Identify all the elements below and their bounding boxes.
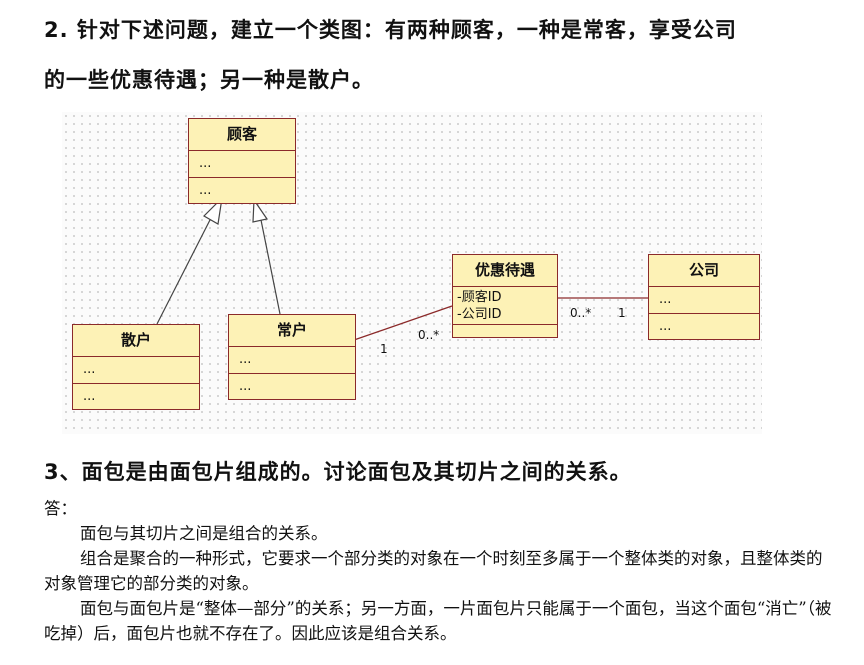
attributes-compartment: ... (229, 347, 355, 374)
question-3: 3、面包是由面包片组成的。讨论面包及其切片之间的关系。 (44, 460, 632, 484)
operations-compartment: ... (659, 319, 672, 334)
regular-generalization-line (260, 219, 281, 315)
multiplicity-company-side: 1 (618, 306, 626, 320)
attribute-company-id: -公司ID (457, 307, 502, 322)
class-name: 散户 (73, 325, 199, 357)
class-name: 常户 (229, 315, 355, 347)
uml-class-diagram: 顾客 ... ... 散户 ... ... 常户 ... ... 优惠待遇 -顾… (62, 112, 762, 434)
diagram-connectors (156, 196, 648, 341)
answer-label: 答： (44, 499, 77, 518)
question-2-line-1: 2. 针对下述问题，建立一个类图：有两种顾客，一种是常客，享受公司 (44, 18, 737, 42)
answer-block: 答： 面包与其切片之间是组合的关系。 组合是聚合的一种形式，它要求一个部分类的对… (44, 496, 834, 646)
attributes-compartment: ... (73, 357, 199, 384)
operations-compartment: ... (199, 183, 212, 198)
retail-generalization-arrowhead (203, 196, 223, 225)
answer-paragraph-2: 组合是聚合的一种形式，它要求一个部分类的对象在一个时刻至多属于一个整体类的对象，… (44, 549, 823, 593)
class-name: 顾客 (189, 119, 295, 151)
class-discount-treatment[interactable]: 优惠待遇 -顾客ID -公司ID (452, 254, 558, 338)
class-regular-customer[interactable]: 常户 ... ... (228, 314, 356, 400)
attributes-compartment: ... (189, 151, 295, 178)
regular-generalization-arrowhead (252, 198, 269, 223)
multiplicity-discount-left: 0..* (418, 328, 440, 342)
retail-generalization-line (156, 215, 213, 325)
operations-compartment: ... (239, 379, 252, 394)
answer-paragraph-1: 面包与其切片之间是组合的关系。 (80, 524, 328, 543)
operations-compartment: ... (83, 389, 96, 404)
attributes-compartment: -顾客ID -公司ID (453, 287, 557, 325)
attribute-customer-id: -顾客ID (457, 290, 502, 305)
question-2-line-2: 的一些优惠待遇；另一种是散户。 (44, 68, 374, 92)
class-name: 公司 (649, 255, 759, 287)
class-company[interactable]: 公司 ... ... (648, 254, 760, 340)
attributes-compartment: ... (649, 287, 759, 314)
operations-compartment (453, 325, 557, 337)
class-retail-customer[interactable]: 散户 ... ... (72, 324, 200, 410)
regular-discount-association (353, 305, 453, 341)
class-name: 优惠待遇 (453, 255, 557, 287)
class-customer[interactable]: 顾客 ... ... (188, 118, 296, 204)
multiplicity-regular-side: 1 (380, 342, 388, 356)
multiplicity-discount-right: 0..* (570, 306, 592, 320)
answer-paragraph-3: 面包与面包片是“整体—部分”的关系；另一方面，一片面包片只能属于一个面包，当这个… (44, 599, 832, 643)
